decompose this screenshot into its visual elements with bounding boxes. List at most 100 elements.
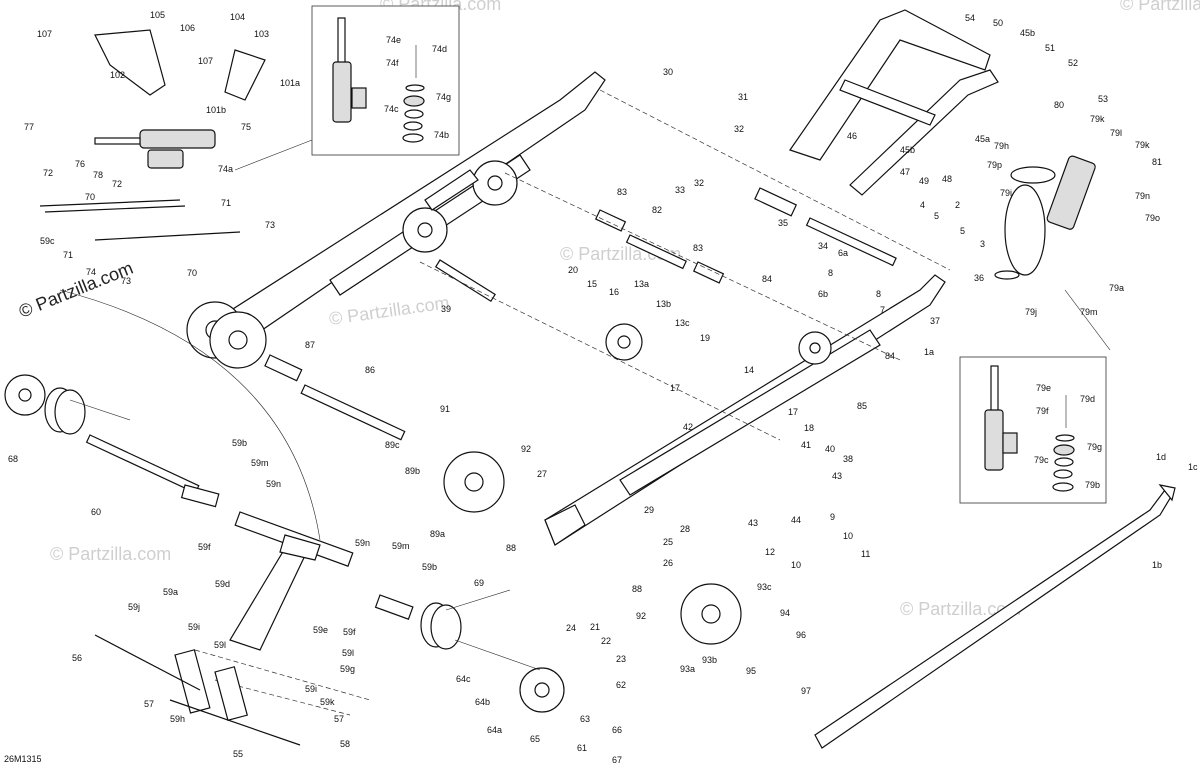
part-label: 105 [150, 10, 165, 20]
rear-shock [994, 155, 1096, 280]
part-label: 57 [144, 699, 154, 709]
part-label: 18 [804, 423, 814, 433]
part-label: 1c [1188, 462, 1198, 472]
torsion-springs [44, 387, 541, 671]
part-label: 67 [612, 755, 622, 765]
part-label: 59n [266, 479, 281, 489]
part-label: 79e [1036, 383, 1051, 393]
part-label: 104 [230, 12, 245, 22]
part-label: 38 [843, 454, 853, 464]
rail-slider [814, 489, 1173, 749]
part-label: 50 [993, 18, 1003, 28]
part-label: 72 [43, 168, 53, 178]
part-label: 59i [305, 684, 317, 694]
part-label: 5 [934, 211, 939, 221]
part-label: 73 [121, 276, 131, 286]
spring-leader [59, 289, 321, 541]
part-label: 106 [180, 23, 195, 33]
part-label: 101a [280, 78, 300, 88]
part-label: 19 [700, 333, 710, 343]
part-label: 46 [847, 131, 857, 141]
part-label: 41 [801, 440, 811, 450]
part-label: 59k [320, 697, 335, 707]
part-label: 31 [738, 92, 748, 102]
part-label: 21 [590, 622, 600, 632]
part-label: 89b [405, 466, 420, 476]
part-label: 107 [198, 56, 213, 66]
watermark: © Partzilla.com [50, 544, 171, 564]
part-label: 64c [456, 674, 471, 684]
drawing-code: 26M1315 [4, 754, 42, 764]
part-label: 45b [1020, 28, 1035, 38]
part-label: 28 [680, 524, 690, 534]
part-label: 59m [251, 458, 269, 468]
part-label: 92 [636, 611, 646, 621]
cross-shafts [85, 89, 951, 716]
part-label: 107 [37, 29, 52, 39]
part-label: 60 [91, 507, 101, 517]
part-label: 71 [221, 198, 231, 208]
part-label: 79a [1109, 283, 1124, 293]
part-label: 13a [634, 279, 649, 289]
front-arm [94, 534, 321, 746]
part-label: 74f [386, 58, 399, 68]
part-label: 29 [644, 505, 654, 515]
front-shock-detail [332, 17, 425, 143]
part-label: 79c [1034, 455, 1049, 465]
part-label: 76 [75, 159, 85, 169]
right-slide-rail [544, 274, 946, 546]
part-label: 74d [432, 44, 447, 54]
rear-shock-detail [984, 365, 1075, 492]
part-label: 59j [128, 602, 140, 612]
part-label: 59i [188, 622, 200, 632]
part-label: 79p [987, 160, 1002, 170]
part-label: 48 [942, 174, 952, 184]
watermark: © Partzilla.com [1120, 0, 1200, 14]
shock-leader [234, 139, 313, 171]
part-label: 74c [384, 104, 399, 114]
part-label: 69 [474, 578, 484, 588]
part-label: 86 [365, 365, 375, 375]
part-label: 13b [656, 299, 671, 309]
part-label: 32 [734, 124, 744, 134]
part-label: 61 [577, 743, 587, 753]
part-label: 59d [215, 579, 230, 589]
part-label: 84 [885, 351, 895, 361]
part-label: 75 [241, 122, 251, 132]
shock-detail-box-rear [959, 356, 1107, 504]
part-label: 32 [694, 178, 704, 188]
idler-wheels [4, 323, 742, 713]
watermark: © Partzilla.com [900, 599, 1021, 619]
part-label: 17 [788, 407, 798, 417]
part-label: 17 [670, 383, 680, 393]
part-label: 57 [334, 714, 344, 724]
part-label: 59f [198, 542, 211, 552]
part-label: 10 [843, 531, 853, 541]
brand-stamp: © Partzilla.com [16, 258, 136, 322]
part-label: 65 [530, 734, 540, 744]
part-label: 85 [857, 401, 867, 411]
part-label: 89a [430, 529, 445, 539]
part-label: 96 [796, 630, 806, 640]
part-label: 79k [1090, 114, 1105, 124]
part-label: 63 [580, 714, 590, 724]
part-label: 58 [340, 739, 350, 749]
part-label: 43 [832, 471, 842, 481]
part-label: 11 [861, 549, 870, 559]
part-label: 53 [1098, 94, 1108, 104]
part-label: 59n [355, 538, 370, 548]
part-label: 12 [765, 547, 775, 557]
rail-slider-cap [1158, 484, 1176, 502]
part-label: 35 [778, 218, 788, 228]
part-label: 59a [163, 587, 178, 597]
part-label: 34 [818, 241, 828, 251]
part-label: 59c [40, 236, 55, 246]
part-label: 91 [440, 404, 450, 414]
rear-arm [789, 9, 999, 196]
part-label: 4 [920, 200, 925, 210]
part-label: 83 [693, 243, 703, 253]
part-label: 92 [521, 444, 531, 454]
part-label: 74 [86, 267, 96, 277]
part-label: 42 [683, 422, 693, 432]
